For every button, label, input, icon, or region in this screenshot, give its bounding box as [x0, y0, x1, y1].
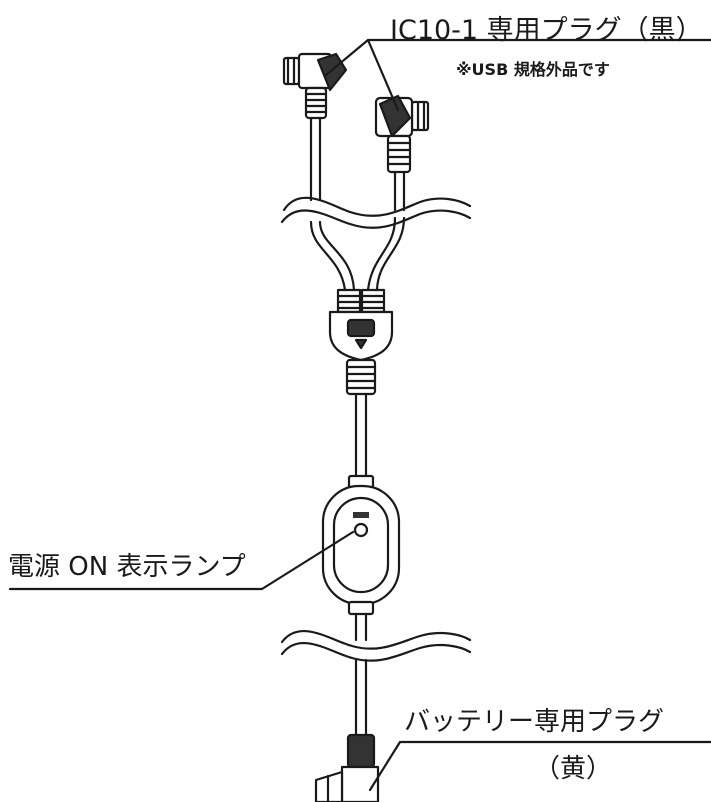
battery-plug-label: バッテリー専用プラグ: [404, 707, 665, 737]
plug-black-label: IC10-1 専用プラグ（黒）: [390, 15, 703, 46]
battery-plug-color-label: （黄）: [534, 754, 613, 784]
battery-leader-line: [368, 740, 711, 792]
plug-leader-line-right: [366, 38, 400, 112]
left-black-plug: [282, 52, 348, 202]
lamp-leader-line: [8, 530, 355, 591]
usb-note-label: ※USB 規格外品です: [456, 60, 610, 79]
lamp-housing: [321, 474, 401, 616]
right-black-plug: [374, 94, 430, 212]
power-lamp-label: 電源 ON 表示ランプ: [8, 552, 246, 582]
plug-leader-line-left: [324, 38, 370, 77]
battery-plug-shape: [314, 733, 380, 802]
cable-split: [309, 216, 406, 396]
